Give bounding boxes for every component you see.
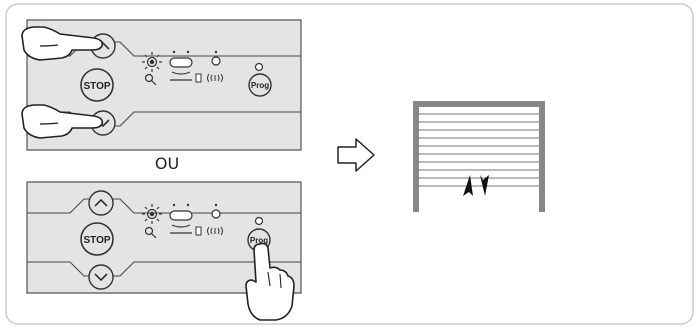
- battery-icon: [195, 73, 202, 83]
- up-down-arrows-icon: [463, 175, 489, 196]
- indicator-dot: [214, 203, 218, 207]
- indicator-pill: [169, 210, 193, 221]
- status-icons: [142, 50, 264, 86]
- down-button[interactable]: [88, 264, 114, 290]
- signal-icon: [207, 226, 223, 236]
- sun-icon: [142, 52, 162, 72]
- roller-shutter: [413, 101, 545, 212]
- shutter-frame: [413, 101, 545, 212]
- indicator-dot: [186, 203, 190, 207]
- remote-panel-top: STOP: [21, 19, 302, 151]
- stop-button-label: STOP: [83, 81, 110, 92]
- hand-pointer-icon: [21, 26, 104, 61]
- or-label: OU: [155, 154, 179, 173]
- prog-button-label: Prog: [251, 81, 269, 90]
- stop-button[interactable]: [80, 68, 114, 102]
- prog-led: [254, 216, 264, 226]
- chevron-down-icon: [94, 273, 108, 282]
- up-button[interactable]: [88, 190, 114, 216]
- stop-button[interactable]: [80, 222, 114, 256]
- wrench-icon: [144, 226, 157, 239]
- wave-icon: [170, 71, 192, 81]
- indicator-dot: [172, 203, 176, 207]
- shutter-opening: [418, 106, 540, 212]
- indicator-led: [211, 56, 221, 66]
- indicator-dot: [172, 50, 176, 54]
- battery-icon: [195, 226, 202, 236]
- prog-led: [254, 62, 264, 72]
- hand-pointer-icon: [21, 104, 104, 139]
- wrench-icon: [144, 73, 157, 86]
- shutter-slats: [418, 113, 540, 187]
- stop-button-label: STOP: [83, 235, 110, 246]
- hand-pointer-icon: [245, 242, 295, 321]
- indicator-pill: [169, 57, 193, 68]
- signal-icon: [207, 73, 223, 83]
- remote-panel-bottom: STOP: [26, 181, 302, 321]
- prog-button-label: Prog: [250, 236, 268, 245]
- arrow-right-outline-icon: [337, 138, 375, 172]
- indicator-dot: [214, 50, 218, 54]
- prog-button[interactable]: [248, 73, 272, 97]
- indicator-led: [211, 209, 221, 219]
- chevron-up-icon: [94, 198, 108, 207]
- sun-icon: [142, 204, 162, 224]
- status-icons: [142, 203, 264, 239]
- wave-icon: [170, 224, 192, 234]
- indicator-dot: [186, 50, 190, 54]
